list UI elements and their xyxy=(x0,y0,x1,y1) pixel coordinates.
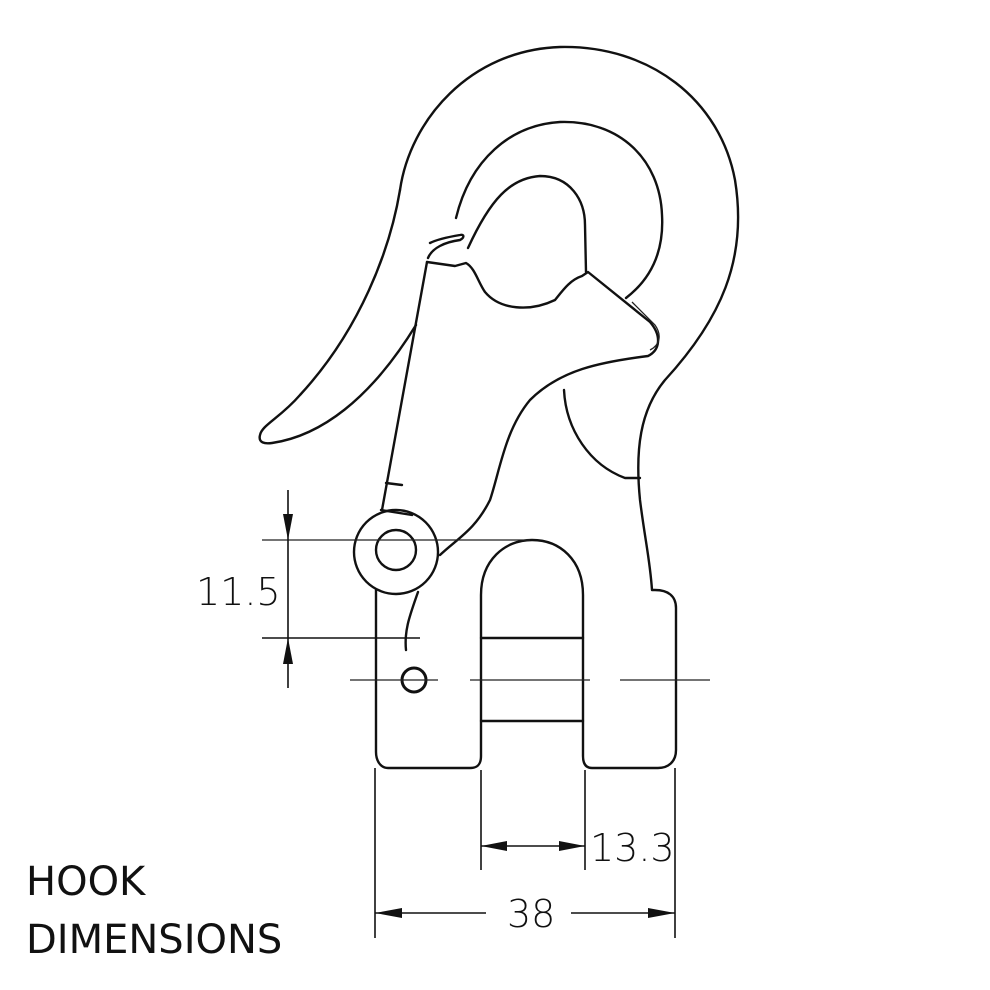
arrow-slot-left xyxy=(481,841,507,851)
spring-tick-1 xyxy=(384,481,404,487)
arrow-slot-right xyxy=(559,841,585,851)
dim-overall-width: 38 xyxy=(507,892,555,936)
hook-inner-arc xyxy=(454,120,664,300)
title-line-1: HOOK xyxy=(26,859,146,905)
spring-wire xyxy=(404,590,420,652)
latch-spine xyxy=(380,260,429,512)
hook-outer-body xyxy=(374,45,740,770)
dim-slot-width: 13.3 xyxy=(590,826,675,870)
dim-pin-offset: 11.5 xyxy=(196,570,281,614)
pivot-boss xyxy=(352,508,440,596)
trigger-lever xyxy=(258,188,418,445)
latch-tab xyxy=(426,233,465,260)
hook-back-curve xyxy=(562,388,642,480)
latch-gate xyxy=(425,260,660,557)
arrow-up xyxy=(283,638,293,664)
arrow-overall-left xyxy=(375,908,402,918)
arrow-down xyxy=(283,514,293,540)
arrow-overall-right xyxy=(648,908,675,918)
spring-tick-2 xyxy=(379,508,414,517)
title-line-2: DIMENSIONS xyxy=(26,917,283,963)
latch-edge xyxy=(631,301,660,351)
hook-throat xyxy=(466,174,588,274)
pivot-hole xyxy=(374,528,418,572)
